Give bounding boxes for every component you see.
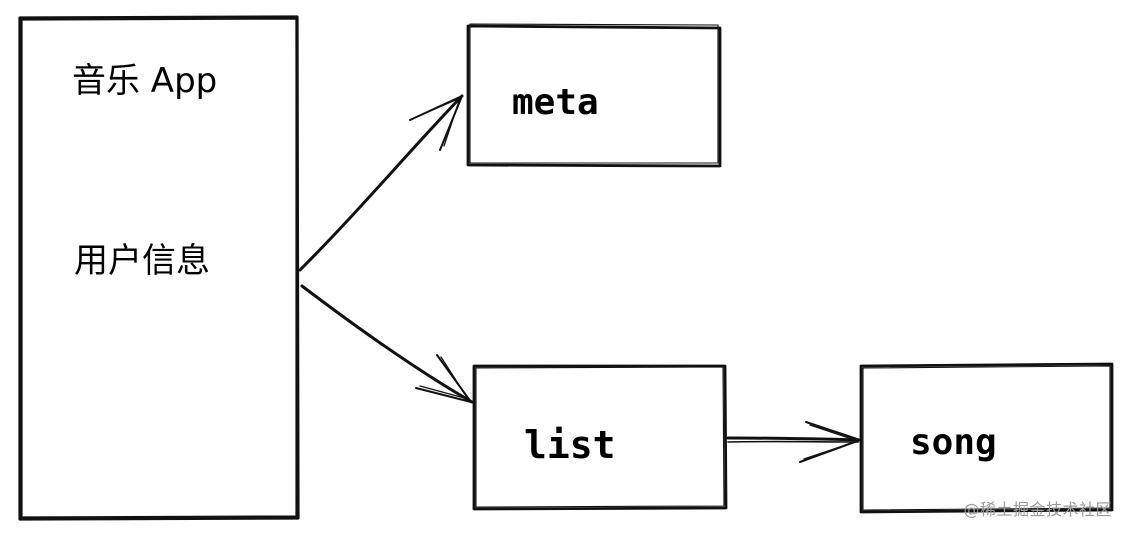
edge-list-to-song (726, 421, 862, 463)
meta-node: meta (466, 23, 722, 168)
song-node: song (859, 362, 1114, 514)
list-node: list (472, 364, 728, 511)
app-node: 音乐 App 用户信息 (18, 15, 300, 521)
song-label: song (910, 422, 997, 463)
app-subtitle: 用户信息 (74, 241, 210, 281)
app-title: 音乐 App (72, 61, 217, 101)
list-label: list (524, 423, 616, 467)
edge-app-to-list (300, 284, 474, 404)
meta-label: meta (512, 82, 599, 123)
watermark-text: @稀土掘金技术社区 (963, 500, 1112, 519)
edge-app-to-meta (298, 94, 464, 272)
